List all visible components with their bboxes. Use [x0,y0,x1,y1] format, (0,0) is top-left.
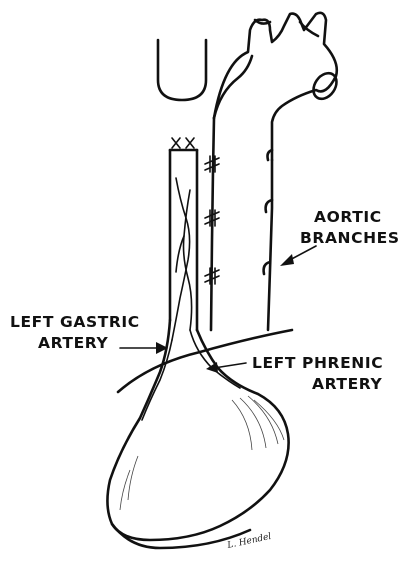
left-gastric-artery-label: ARTERY [38,334,108,352]
ligature-x-icon [172,138,194,148]
artist-signature: L. Hendel [226,532,273,551]
aortic-arch [214,13,341,160]
left-phrenic-pointer [206,362,246,373]
left-phrenic-artery-label: ARTERY [312,375,382,393]
descending-aorta [211,118,272,330]
aortic-branches-label: AORTIC [314,208,382,226]
aortic-branches-pointer [280,246,316,266]
aortic-branches-label: BRANCHES [300,229,400,247]
esophageal-stump [158,40,206,100]
left-gastric-artery-label: LEFT GASTRIC [10,313,140,331]
left-phrenic-artery-label: LEFT PHRENIC [252,354,383,372]
esophagus-tube [170,138,197,340]
left-gastric-pointer [120,342,168,354]
